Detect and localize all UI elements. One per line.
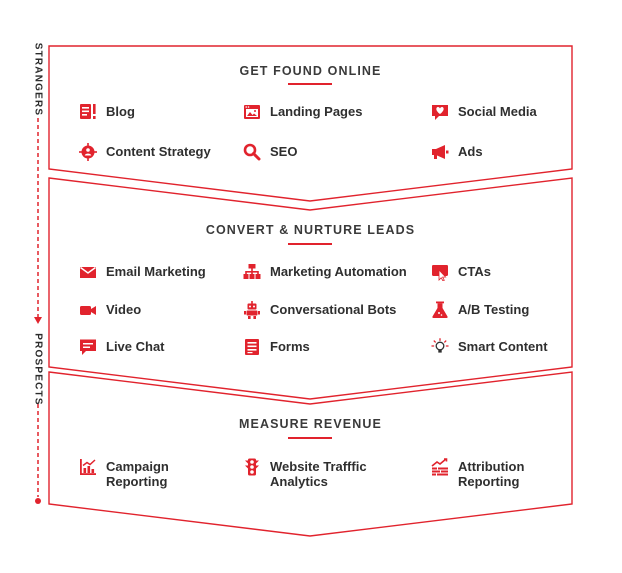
flask-icon [431,301,449,319]
item-website-traffic-analytics: Website Trafffic Analytics [243,458,367,489]
journey-end-dot [35,498,41,504]
section-title-underline [288,83,332,85]
video-camera-icon [79,301,97,319]
section-title-underline [288,437,332,439]
item-forms: Forms [243,338,310,356]
item-landing-pages: Landing Pages [243,103,362,121]
landing-page-icon [243,103,261,121]
chat-bubble-icon [79,338,97,356]
item-campaign-reporting: Campaign Reporting [79,458,169,489]
item-ads: Ads [431,143,483,161]
item-label: Conversational Bots [270,302,397,317]
item-video: Video [79,301,141,319]
item-label: Smart Content [458,339,548,354]
form-icon [243,338,261,356]
section-frame-get-found [48,45,573,202]
item-label: SEO [270,144,298,159]
item-ab-testing: A/B Testing [431,301,529,319]
item-label: Email Marketing [106,264,206,279]
item-label: Marketing Automation [270,264,407,279]
item-marketing-automation: Marketing Automation [243,263,407,281]
item-label: CTAs [458,264,491,279]
item-content-strategy: Content Strategy [79,143,211,161]
item-label: Landing Pages [270,104,363,119]
item-conversational-bots: Conversational Bots [243,301,396,319]
section-title-measure: MEASURE REVENUE [239,417,382,431]
megaphone-icon [431,143,449,161]
cursor-click-icon [431,263,449,281]
item-label: Forms [270,339,310,354]
journey-arrow [34,317,42,324]
blog-icon [79,103,97,121]
item-smart-content: Smart Content [431,338,548,356]
item-social-media: Social Media [431,103,537,121]
section-title-convert: CONVERT & NURTURE LEADS [205,223,416,237]
item-label: Video [106,302,142,317]
item-ctas: CTAs [431,263,491,281]
target-person-icon [79,143,97,161]
stacked-chart-icon [431,458,449,476]
item-label: Ads [458,144,483,159]
traffic-light-icon [243,458,261,476]
item-label: A/B Testing [458,302,530,317]
section-title-get-found: GET FOUND ONLINE [239,64,382,78]
robot-icon [243,301,261,319]
lightbulb-icon [431,338,449,356]
item-label: Content Strategy [106,144,211,159]
item-attribution-reporting: Attribution Reporting [431,458,524,489]
item-seo: SEO [243,143,297,161]
item-label: Website Trafffic Analytics [270,459,367,489]
strangers-label-text: STRANGERS [32,42,44,116]
item-email-marketing: Email Marketing [79,263,206,281]
prospects-label-text: PROSPECTS [32,332,44,406]
section-title-underline [288,243,332,245]
item-label: Blog [106,104,135,119]
item-label: Campaign Reporting [106,459,169,489]
search-icon [243,143,261,161]
item-live-chat: Live Chat [79,338,165,356]
heart-chat-icon [431,103,449,121]
section-frame-measure [48,371,573,537]
envelope-icon [79,263,97,281]
flowchart-icon [243,263,261,281]
prospects-label: PROSPECTS [23,333,53,405]
item-label: Live Chat [106,339,165,354]
item-label: Attribution Reporting [458,459,525,489]
section-frame-convert [48,177,573,400]
chart-growth-icon [79,458,97,476]
item-label: Social Media [458,104,537,119]
item-blog: Blog [79,103,135,121]
